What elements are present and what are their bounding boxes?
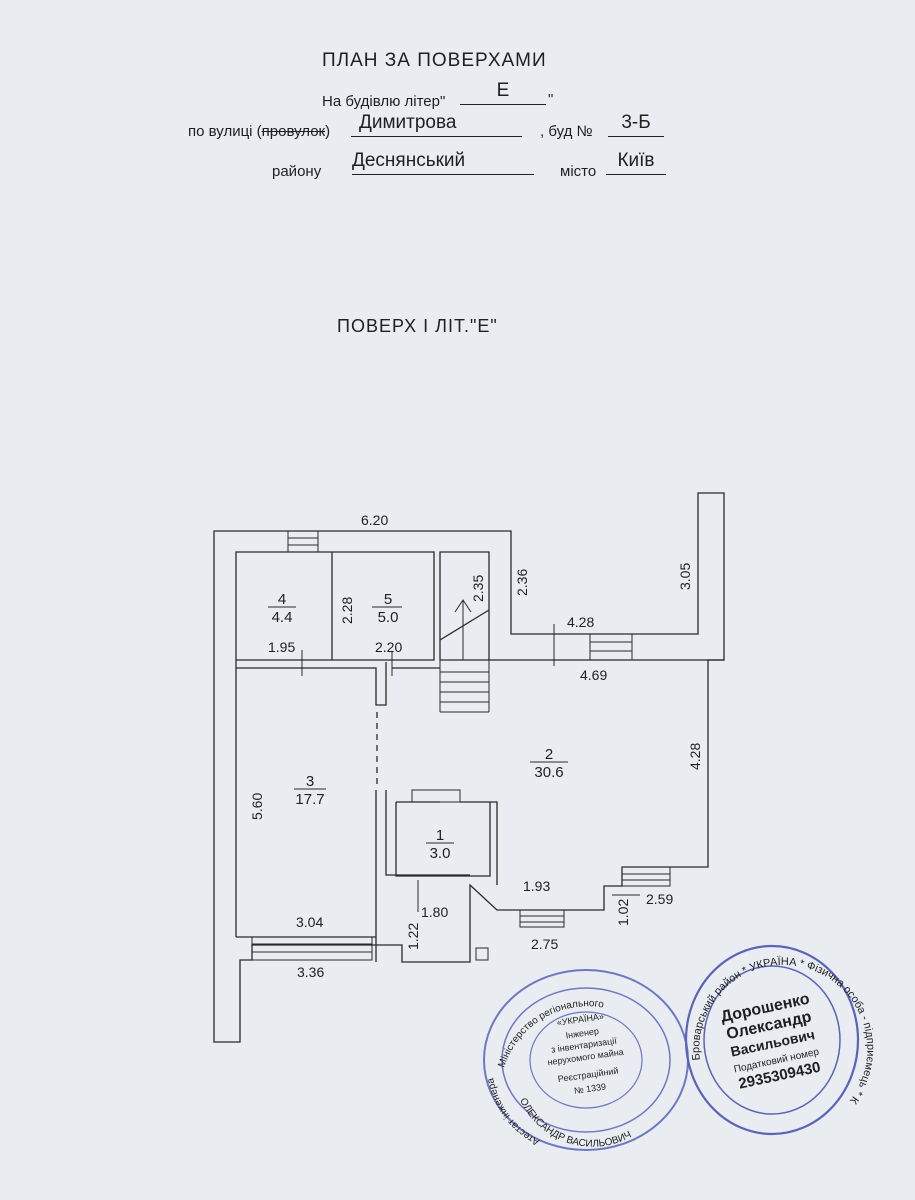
dim-1-02: 1.02 [615,899,631,926]
dim-1-22: 1.22 [405,923,421,950]
room-4-area: 4.4 [272,609,293,626]
dim-4-28-top: 4.28 [567,614,594,630]
dim-4-69: 4.69 [580,667,607,683]
document-title: ПЛАН ЗА ПОВЕРХАМИ [322,50,547,71]
building-letter-close: " [548,91,554,108]
room-3-number: 3 [306,773,314,790]
street-value: Димитрова [351,112,522,137]
street-struck-word: провулок [261,123,326,140]
room-5-area: 5.0 [378,609,399,626]
house-value: 3-Б [608,112,664,137]
left-stamp-line-5: Реєстраційний [557,1066,619,1084]
room-1-number: 1 [436,827,444,844]
right-stamp-ring: Броварський район * УКРАЇНА * Фізична ос… [0,0,876,1106]
room-1-area: 3.0 [430,845,451,862]
dim-2-28: 2.28 [339,597,355,624]
street-label: по вулиці (провулок) [188,123,331,140]
city-label: місто [560,163,597,180]
dim-2-35: 2.35 [470,575,486,602]
dim-2-75: 2.75 [531,936,558,952]
room-labels: 4 4.4 5 5.0 3 17.7 2 30.6 1 3.0 [268,591,568,862]
dim-4-28-right: 4.28 [687,743,703,770]
room-5-number: 5 [384,591,392,608]
stair-steps [439,599,490,713]
building-letter-label: На будівлю літер" [322,93,446,110]
left-stamp-line-6: № 1339 [573,1082,606,1096]
building-letter-value: Е [460,80,546,105]
dimension-labels: 6.20 2.36 3.05 4.28 4.69 4.28 2.35 2.28 … [249,512,703,980]
house-label: , буд № [540,123,593,140]
dim-2-20: 2.20 [375,639,402,655]
dim-2-59: 2.59 [646,891,673,907]
dim-3-36: 3.36 [297,964,324,980]
dimension-ticks [301,624,640,912]
room-4-number: 4 [278,591,286,608]
district-value: Деснянський [352,150,534,175]
engineer-stamp: Міністерство регіонального Атестат інжен… [483,969,689,1151]
dim-1-95: 1.95 [268,639,295,655]
room-3-area: 17.7 [295,791,324,808]
windows [251,530,671,961]
dim-5-60: 5.60 [249,793,265,820]
room-2-area: 30.6 [534,764,563,781]
room-2-number: 2 [545,746,553,763]
dim-3-05: 3.05 [677,563,693,590]
left-stamp-line-2: Інженер [565,1026,600,1041]
dim-1-80: 1.80 [421,904,448,920]
dim-2-36: 2.36 [514,569,530,596]
floor-title: ПОВЕРХ І ЛІТ."Е" [337,316,498,336]
dim-1-93: 1.93 [523,878,550,894]
district-label: району [272,163,322,180]
dim-6-20: 6.20 [361,512,388,528]
city-value: Київ [606,150,666,175]
dim-3-04: 3.04 [296,914,323,930]
entrepreneur-stamp: Броварський район * УКРАЇНА * Фізична ос… [0,0,876,1136]
